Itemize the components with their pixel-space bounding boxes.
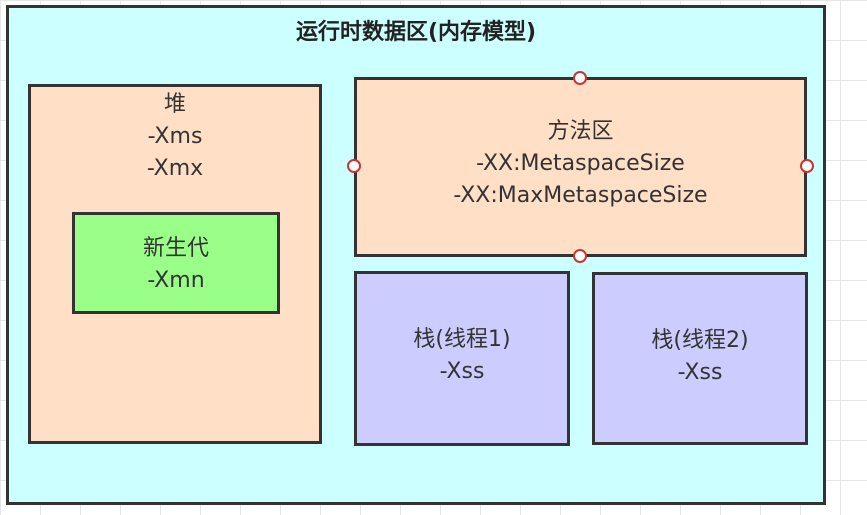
stack-thread-1-box[interactable]: 栈(线程1) -Xss [354, 271, 570, 446]
method-area-param-metaspace-size: -XX:MetaspaceSize [476, 151, 685, 176]
young-generation-label: 新生代 [142, 236, 209, 261]
runtime-data-area-title: 运行时数据区(内存模型) [295, 20, 537, 45]
resize-handle-right[interactable] [800, 159, 814, 173]
stack-thread-1-label: 栈(线程1) [413, 327, 511, 352]
resize-handle-top[interactable] [573, 71, 587, 85]
heap-label: 堆 [163, 92, 186, 117]
resize-handle-left[interactable] [347, 159, 361, 173]
method-area-param-max-metaspace-size: -XX:MaxMetaspaceSize [453, 183, 708, 208]
method-area-label: 方法区 [547, 119, 614, 144]
stack-thread-1-param-xss: -Xss [439, 359, 485, 384]
resize-handle-bottom[interactable] [573, 249, 587, 263]
young-generation-box[interactable]: 新生代 -Xmn [72, 212, 280, 314]
heap-param-xmx: -Xmx [146, 156, 204, 181]
stack-thread-2-label: 栈(线程2) [651, 328, 749, 353]
method-area-box[interactable]: 方法区 -XX:MetaspaceSize -XX:MaxMetaspaceSi… [354, 77, 807, 257]
young-generation-param-xmn: -Xmn [147, 268, 205, 293]
heap-param-xms: -Xms [147, 124, 203, 149]
stack-thread-2-param-xss: -Xss [677, 360, 723, 385]
stack-thread-2-box[interactable]: 栈(线程2) -Xss [592, 272, 808, 445]
